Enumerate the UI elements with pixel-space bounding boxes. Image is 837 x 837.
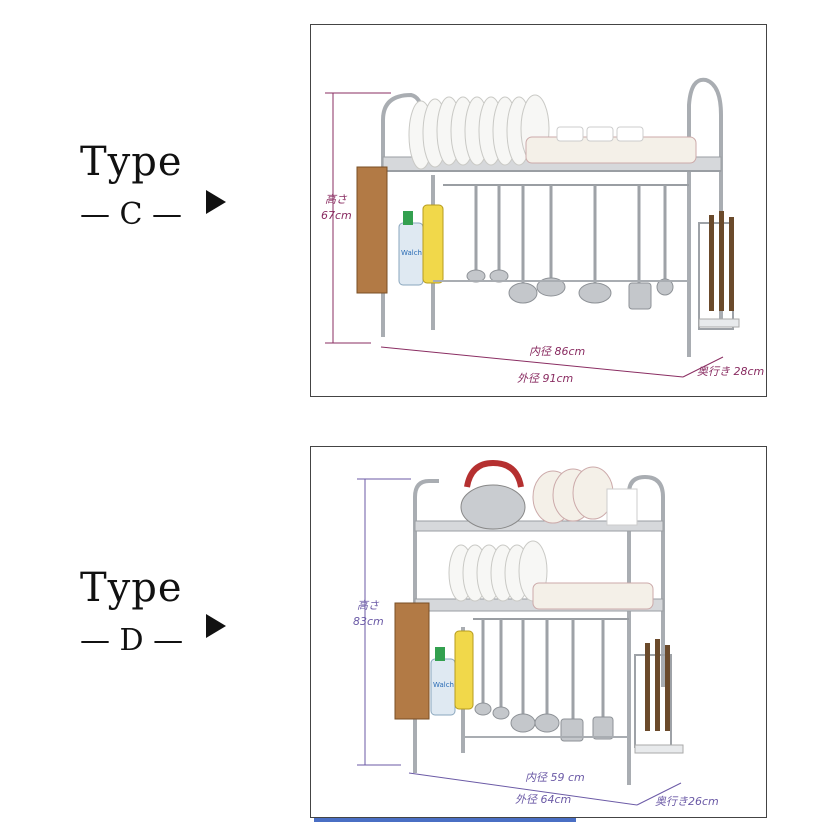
type-c-outer-width: 外径 91cm	[517, 372, 574, 385]
bottom-accent-strip	[314, 818, 576, 822]
type-c-bottle-brand: Walch	[401, 249, 422, 257]
type-c-word: Type	[80, 139, 183, 185]
type-c-depth: 奥行き 28cm	[697, 365, 765, 378]
type-d-bottle-brand: Walch	[433, 681, 454, 689]
type-d-depth: 奥行き26cm	[655, 795, 719, 808]
type-d-word: Type	[80, 565, 183, 611]
type-c-code: — C —	[80, 197, 183, 232]
type-c-height-value: 67cm	[321, 209, 352, 222]
type-c-arrow-icon	[206, 190, 226, 214]
type-d-outer-width: 外径 64cm	[515, 793, 572, 806]
type-c-label: Type — C —	[80, 140, 230, 232]
type-d-inner-width: 内径 59 cm	[525, 771, 585, 784]
type-d-code: — D —	[80, 623, 184, 658]
type-d-rack-illustration: Walch	[357, 459, 684, 806]
type-c-inner-width: 内径 86cm	[529, 345, 586, 358]
type-d-product-image: Walch 高さ 83cm 内径 59 cm 外径 64cm 奥行き26cm	[310, 446, 767, 818]
type-c-product-image: Walch 高さ 67cm 内径 86cm 外径 9	[310, 24, 767, 397]
type-d-label: Type — D —	[80, 566, 230, 658]
type-d-height-value: 83cm	[353, 615, 384, 628]
type-d-height-label: 高さ	[357, 599, 379, 612]
type-d-arrow-icon	[206, 614, 226, 638]
type-c-rack-illustration: Walch	[325, 77, 740, 378]
type-c-height-label: 高さ	[325, 193, 347, 206]
